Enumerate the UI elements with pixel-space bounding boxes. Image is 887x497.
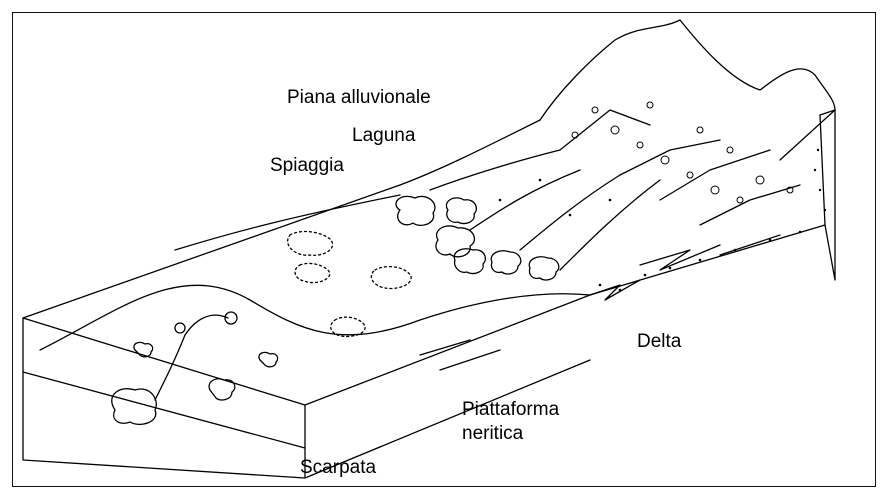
delta-wedge-2 xyxy=(640,245,720,270)
block-right-edge xyxy=(305,225,825,405)
delta-lobe-1 xyxy=(396,196,435,225)
label-laguna: Laguna xyxy=(352,126,415,147)
mountain-front-face xyxy=(820,110,835,225)
fault-1 xyxy=(560,110,650,150)
river-4 xyxy=(560,180,660,270)
label-piattaforma: Piattaforma xyxy=(462,400,559,421)
fan-channel-1 xyxy=(155,335,185,400)
shelf-edge-line xyxy=(175,195,400,250)
shelf-patch-3 xyxy=(371,267,411,289)
delta-lobe-4 xyxy=(454,249,485,274)
block-front-layer-line xyxy=(23,372,305,448)
label-spiaggia: Spiaggia xyxy=(270,156,344,177)
label-scarpata: Scarpata xyxy=(300,458,376,479)
label-delta: Delta xyxy=(637,332,681,353)
texture-dots xyxy=(499,102,827,291)
delta-wedge-3 xyxy=(720,235,780,255)
block-front-face xyxy=(23,318,305,478)
fault-3 xyxy=(660,150,770,200)
delta-wedge-5 xyxy=(440,350,500,370)
river-3 xyxy=(520,175,620,250)
delta-lobe-5 xyxy=(491,251,521,274)
delta-lobe-6 xyxy=(529,257,559,280)
mountain-cliff xyxy=(780,110,835,160)
label-neritica: neritica xyxy=(462,424,523,445)
fault-2 xyxy=(620,140,720,175)
delta-wedge-4 xyxy=(420,340,470,355)
fault-4 xyxy=(700,185,800,225)
river-1 xyxy=(430,150,560,190)
label-piana-alluvionale: Piana alluvionale xyxy=(287,88,431,109)
fan-head-1 xyxy=(175,323,185,333)
slope-break-line xyxy=(40,285,590,350)
delta-lobe-3 xyxy=(436,226,475,257)
shelf-patch-1 xyxy=(288,232,333,256)
fan-4 xyxy=(259,352,278,366)
shelf-patch-2 xyxy=(295,263,330,282)
fan-channel-2 xyxy=(185,315,228,335)
delta-lobe-2 xyxy=(446,198,476,224)
block-left-edge xyxy=(23,185,400,318)
river-2 xyxy=(470,170,580,230)
